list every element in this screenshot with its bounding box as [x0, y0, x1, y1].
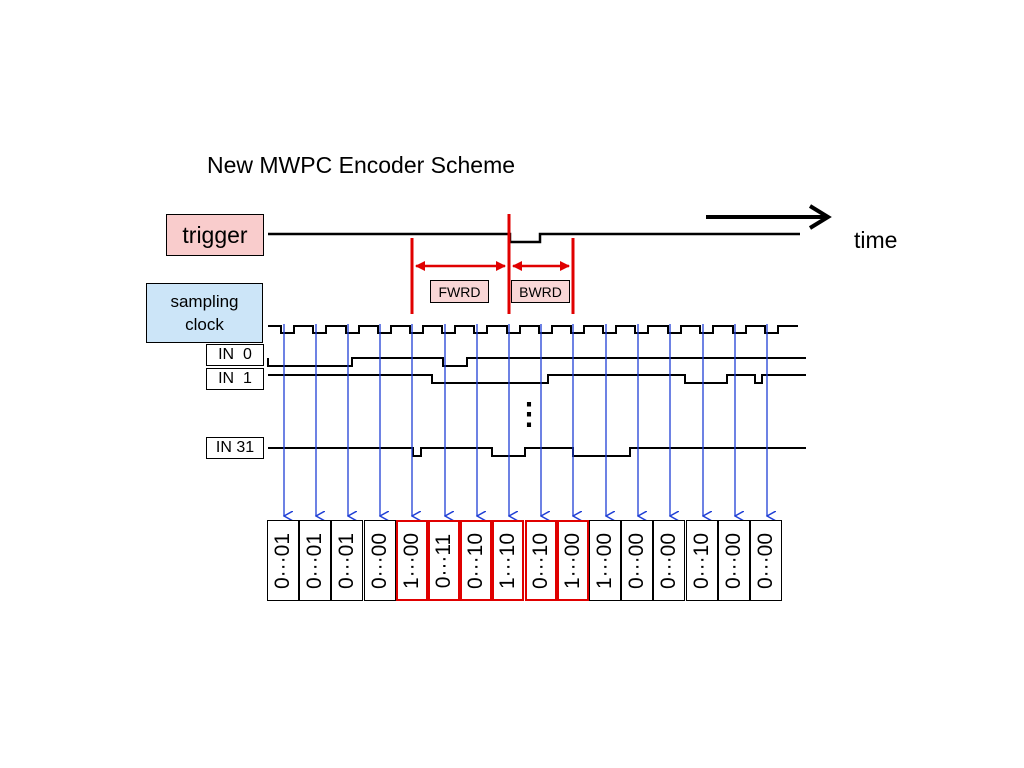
time-arrow-head [808, 204, 832, 230]
sample-value: 1···00 [399, 532, 423, 589]
sample-value: 0···11 [432, 533, 455, 588]
fwrd-tag: FWRD [430, 280, 489, 303]
sample-cell: 0···01 [331, 520, 364, 601]
sample-value: 0···01 [271, 532, 294, 589]
sample-cell: 0···00 [717, 520, 750, 601]
sample-value: 1···00 [560, 532, 584, 589]
sample-value: 0···00 [657, 532, 681, 589]
sample-cell: 1···00 [395, 520, 428, 601]
sampling-clock-label: sampling clock [170, 292, 239, 334]
sample-value: 0···01 [335, 532, 359, 589]
sample-cell: 0···00 [363, 520, 396, 601]
trigger-label-box: trigger [166, 214, 264, 256]
in1-label-box: IN 1 [206, 368, 264, 390]
in31-label-box: IN 31 [206, 437, 264, 459]
diagram-title: New MWPC Encoder Scheme [207, 152, 516, 178]
channel-ellipsis: ⋮ [514, 398, 544, 431]
sampling-clock-label-box: sampling clock [146, 283, 263, 343]
bwrd-label: BWRD [519, 283, 562, 300]
sample-cell: 0···00 [653, 520, 686, 601]
sampling-clock-signal [268, 325, 798, 334]
sample-value: 0···10 [528, 532, 552, 589]
sample-value: 0···00 [754, 532, 777, 589]
fwrd-label: FWRD [438, 283, 481, 300]
sample-cell: 0···01 [299, 520, 332, 601]
sample-value: 0···00 [721, 532, 745, 589]
sample-cell: 1···00 [589, 520, 621, 601]
sample-value: 1···00 [593, 532, 616, 589]
sample-value: 0···10 [689, 532, 713, 589]
sample-value: 0···10 [464, 532, 488, 589]
sample-value: 0···00 [367, 532, 391, 589]
sampling-arrows [284, 324, 767, 516]
sample-value: 1···10 [496, 532, 520, 589]
sample-cell: 0···10 [685, 520, 718, 601]
sample-cell: 0···11 [428, 520, 460, 601]
time-label: time [854, 227, 898, 253]
in0-label: IN 0 [218, 346, 252, 363]
in1-label: IN 1 [218, 370, 252, 387]
sample-value: 0···00 [625, 532, 649, 589]
in31-signal [268, 447, 806, 457]
in0-label-box: IN 0 [206, 344, 264, 366]
sample-value: 0···01 [303, 532, 327, 589]
sample-cell: 1···10 [492, 520, 525, 601]
trigger-signal [268, 232, 800, 244]
in0-signal [267, 357, 806, 367]
sample-cell: 0···00 [750, 520, 782, 601]
trigger-label: trigger [182, 221, 248, 248]
in31-label: IN 31 [215, 439, 255, 456]
sample-cell: 0···00 [621, 520, 654, 601]
sample-cell: 0···10 [460, 520, 493, 601]
sample-cell: 0···01 [267, 520, 299, 601]
sample-cell: 0···10 [524, 520, 557, 601]
in1-signal [268, 374, 806, 384]
bwrd-tag: BWRD [511, 280, 570, 303]
sample-cell: 1···00 [556, 520, 589, 601]
